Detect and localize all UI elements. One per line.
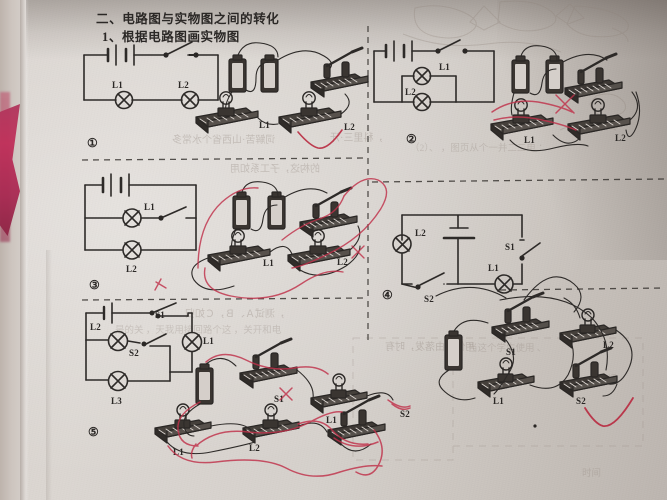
p5-pictorial-L2-label: L2 (249, 443, 260, 453)
problem-4-number: ④ (382, 288, 393, 302)
p1-knife-switch (310, 46, 369, 98)
show-through-text-9: 当这个学生使用 、 (468, 344, 547, 354)
p4-red-check-annotation (584, 397, 634, 427)
p4-pictorial-L1-label: L1 (493, 396, 504, 406)
divider-horizontal-1 (81, 157, 367, 161)
show-through-text-11: 时间 (582, 469, 602, 479)
p3-pictorial (191, 181, 361, 291)
p5-schematic-S1-label: S1 (155, 310, 165, 320)
problem-2-number: ② (406, 132, 417, 146)
p4-pictorial-S1-label: S1 (506, 347, 516, 357)
p3-schematic (84, 173, 197, 260)
p2-schematic-L2-label: L2 (405, 87, 416, 97)
ghost-reverse-ink (402, 0, 629, 131)
p2-pictorial-L2-label: L2 (615, 133, 626, 143)
p3-pictorial-L2-label: L2 (337, 257, 348, 267)
p3-red-annotations (154, 178, 388, 299)
left-paper-edge (0, 0, 26, 500)
p4-pictorial (435, 276, 633, 428)
p3-pictorial-L1-label: L1 (263, 258, 274, 268)
p4-lamp-socket-l2 (559, 308, 617, 349)
p2-knife-switch (564, 52, 623, 104)
p4-schematic-S2-label: S2 (424, 294, 434, 304)
divider-horizontal-4 (499, 287, 665, 291)
p5-lamp-socket-right-1 (310, 373, 368, 414)
p1-schematic-L1-label: L1 (112, 80, 123, 90)
show-through-text-3: （2）、 ，图页从个一并二二电 ： (410, 144, 548, 154)
p1-lamp-socket-2 (278, 91, 342, 134)
p4-schematic (392, 214, 541, 294)
p3-knife-switch (299, 186, 358, 238)
p1-pictorial-L2-label: L2 (344, 122, 355, 132)
p3-lamp-socket-1 (207, 229, 271, 272)
p4-knife-switch-s1 (491, 291, 550, 343)
p5-pictorial-L1b-label: L1 (173, 447, 184, 457)
problem-3-number: ③ (89, 278, 100, 292)
p4-red-wires-bottom (387, 399, 411, 411)
p5-schematic-L3-label: L3 (111, 396, 122, 406)
p5-schematic-L1-label: L1 (203, 336, 214, 346)
top-shadow-gradient (0, 0, 667, 60)
p3-schematic-L2-label: L2 (126, 264, 137, 274)
p1-pictorial (195, 42, 369, 134)
p1-lamp-socket-1 (195, 91, 259, 134)
p4-pictorial-S2-label: S2 (576, 396, 586, 406)
p4-schematic-L1-label: L1 (488, 263, 499, 273)
p5-red-wiring (167, 353, 383, 477)
page-heading: 二、电路图与实物图之间的转化 (96, 12, 280, 26)
p4-lamp-socket-l1 (477, 357, 535, 398)
p5-schematic-S2-label: S2 (129, 348, 139, 358)
p2-pictorial (490, 45, 641, 152)
p2-red-annotations (491, 94, 577, 131)
p4-schematic-S1-label: S1 (505, 242, 515, 252)
p4-pictorial-L2-label: L2 (603, 340, 614, 350)
p5-schematic (85, 302, 203, 392)
p2-schematic (373, 39, 495, 112)
divider-horizontal-2 (371, 178, 665, 183)
p5-pictorial-S1-label: S1 (274, 394, 284, 404)
p4-schematic-L2-label: L2 (415, 228, 426, 238)
problem-5-number: ⑤ (88, 425, 99, 439)
p1-schematic-L2-label: L2 (178, 80, 189, 90)
p1-schematic (83, 41, 219, 110)
show-through-text-7: 是的关 ，天我用接回路个这 ，关开和电 (115, 326, 282, 336)
p1-pictorial-L1-label: L1 (259, 120, 270, 130)
p3-schematic-L1-label: L1 (144, 202, 155, 212)
page-subheading: 1、根据电路图画实物图 (102, 30, 240, 44)
p2-schematic-L1-label: L1 (439, 62, 450, 72)
lower-left-paper-fold (46, 250, 52, 500)
p5-schematic-L2-label: L2 (90, 322, 101, 332)
divider-horizontal-3 (81, 297, 367, 301)
p2-pictorial-L1-label: L1 (524, 135, 535, 145)
left-paper-fold (20, 0, 29, 500)
left-red-torn-edge (0, 104, 20, 236)
p5-pictorial-L1-label: L1 (326, 415, 337, 425)
p5-pictorial-S2-label: S2 (400, 409, 410, 419)
problem-1-number: ① (87, 136, 98, 150)
p5-lamp-socket-bottom-1 (154, 403, 212, 444)
p4-knife-switch-s2 (559, 346, 618, 398)
p1-red-check-annotation (297, 129, 343, 149)
